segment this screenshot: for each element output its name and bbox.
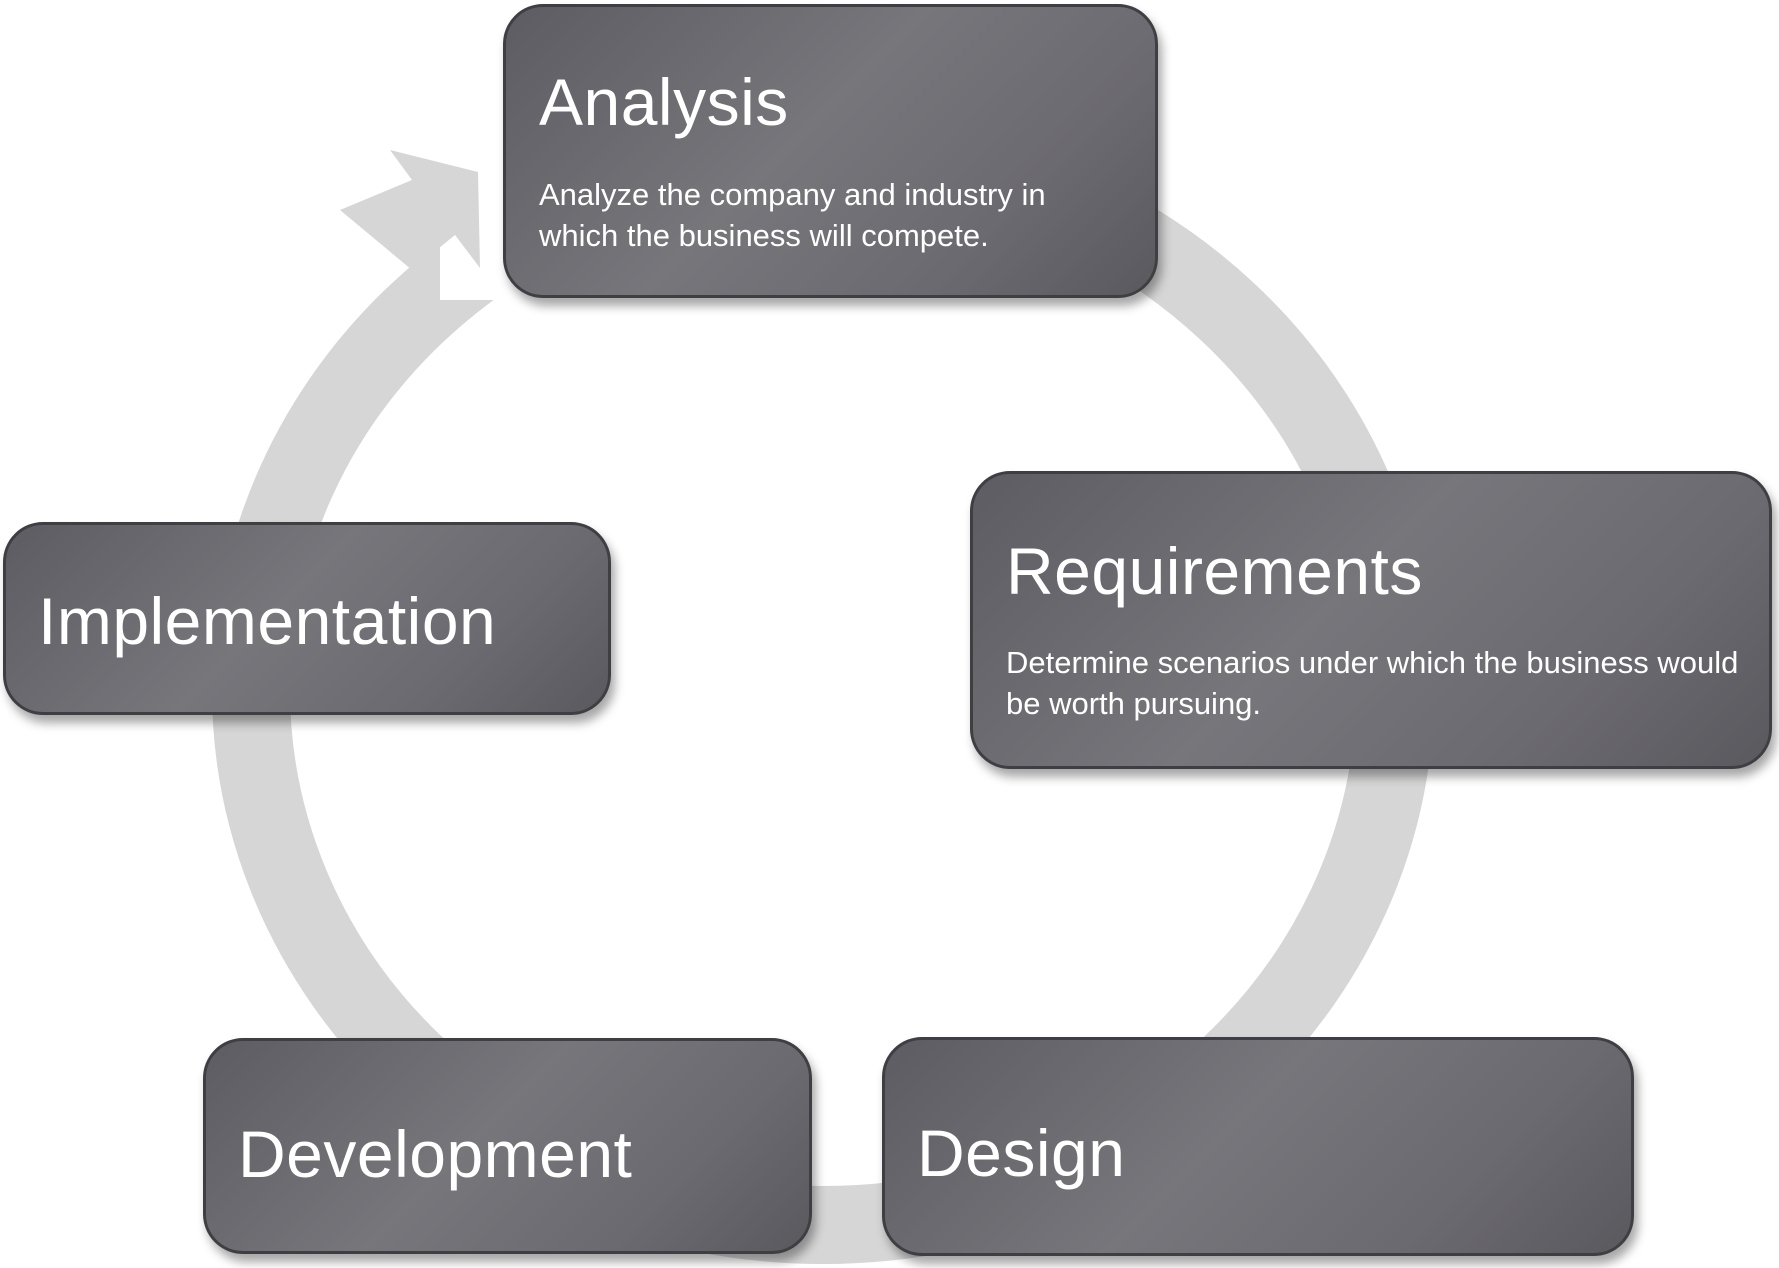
stage-requirements: Requirements Determine scenarios under w… <box>970 471 1772 769</box>
stage-title: Design <box>917 1116 1126 1190</box>
stage-title: Development <box>238 1117 633 1191</box>
stage-title: Analysis <box>539 65 789 139</box>
stage-implementation: Implementation <box>3 522 611 715</box>
stage-description: Determine scenarios under which the busi… <box>1006 645 1739 721</box>
stage-design: Design <box>882 1037 1634 1256</box>
stage-analysis: Analysis Analyze the company and industr… <box>503 4 1158 298</box>
stage-description: Analyze the company and industry in whic… <box>539 177 1046 253</box>
stage-title: Implementation <box>38 584 497 658</box>
cycle-arrow-head-icon <box>340 150 480 270</box>
stage-development: Development <box>203 1038 812 1254</box>
stage-title: Requirements <box>1006 534 1423 608</box>
